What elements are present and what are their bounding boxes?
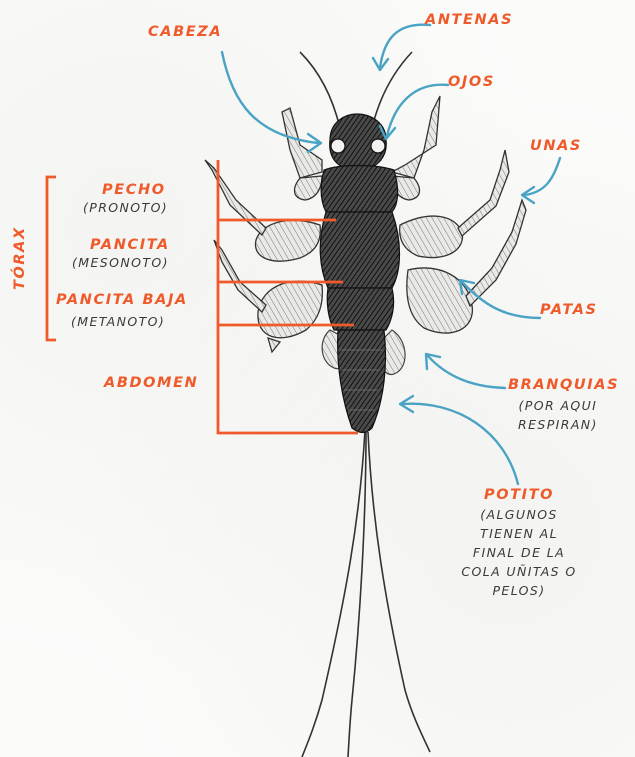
label-unas: UNAS: [530, 138, 582, 154]
label-pecho: PECHO: [102, 182, 166, 198]
label-cabeza: CABEZA: [148, 24, 222, 40]
label-pancita: PANCITA: [90, 237, 170, 253]
potito-note-line: FINAL DE LA: [444, 543, 594, 562]
potito-note-line: PELOS): [444, 581, 594, 600]
label-patas: PATAS: [540, 302, 598, 318]
label-branquias: BRANQUIAS: [508, 377, 619, 393]
label-potito: POTITO: [484, 487, 554, 503]
potito-note-line: TIENEN AL: [444, 524, 594, 543]
label-pronoto: (PRONOTO): [83, 200, 168, 215]
potito-note: (ALGUNOS TIENEN AL FINAL DE LA COLA UÑIT…: [444, 505, 594, 600]
tail-filaments: [302, 430, 430, 757]
label-abdomen: ABDOMEN: [104, 375, 198, 391]
branquias-note-line: RESPIRAN): [518, 415, 598, 434]
potito-note-line: (ALGUNOS: [444, 505, 594, 524]
label-antenas: ANTENAS: [425, 12, 513, 28]
label-mesonoto: (MESONOTO): [72, 255, 169, 270]
label-torax: TÓRAX: [12, 226, 28, 290]
arrow-potito: [402, 404, 518, 484]
label-ojos: OJOS: [448, 74, 495, 90]
branquias-note-line: (POR AQUI: [518, 396, 598, 415]
insect-body: [320, 114, 399, 433]
branquias-note: (POR AQUI RESPIRAN): [518, 396, 598, 434]
arrow-branquias: [428, 356, 505, 388]
label-metanoto: (METANOTO): [71, 314, 165, 329]
label-pancita-baja: PANCITA BAJA: [56, 292, 188, 308]
potito-note-line: COLA UÑITAS O: [444, 562, 594, 581]
arrow-cabeza: [222, 52, 318, 143]
